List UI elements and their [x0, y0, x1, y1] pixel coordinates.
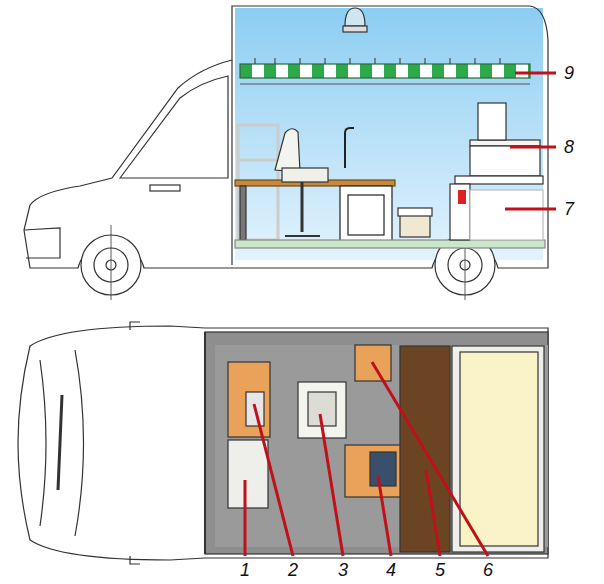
callout-number: 8: [564, 138, 574, 156]
callout-number: 5: [435, 561, 445, 579]
callout-number: 1: [240, 561, 250, 579]
side-view: [24, 6, 548, 300]
callout-number: 2: [288, 561, 298, 579]
callout-number: 7: [564, 200, 574, 218]
callout-number: 9: [564, 64, 574, 82]
callout-number: 4: [386, 561, 396, 579]
leader-lines: [505, 73, 556, 209]
leader-lines: [245, 362, 488, 556]
callout-number: 6: [483, 561, 493, 579]
callout-number: 3: [338, 561, 348, 579]
top-view: [18, 322, 548, 564]
